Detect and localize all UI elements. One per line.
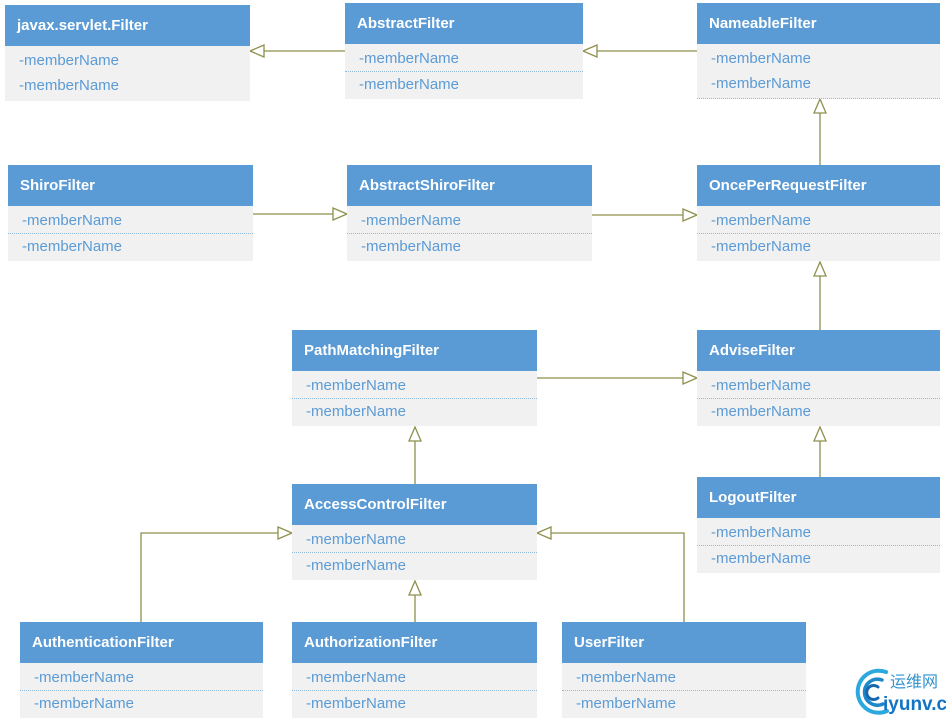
class-box-authorization-filter[interactable]: AuthorizationFilter -memberName -memberN…: [292, 622, 537, 718]
class-title: AccessControlFilter: [292, 484, 537, 525]
class-members: -memberName -memberName: [562, 663, 806, 718]
class-member: -memberName: [576, 695, 677, 712]
class-box-user-filter[interactable]: UserFilter -memberName -memberName: [562, 622, 806, 718]
class-member: -memberName: [19, 52, 120, 69]
class-box-path-matching-filter[interactable]: PathMatchingFilter -memberName -memberNa…: [292, 330, 537, 426]
class-title: AdviseFilter: [697, 330, 940, 371]
class-box-advise-filter[interactable]: AdviseFilter -memberName -memberName: [697, 330, 940, 426]
class-members: -memberName -memberName: [8, 206, 253, 261]
edge-userfilter-to-accesscontrolfilter: [535, 526, 685, 622]
class-member: -memberName: [347, 208, 592, 234]
edge-authorizationfilter-to-accesscontrolfilter: [408, 579, 422, 622]
class-box-once-per-request-filter[interactable]: OncePerRequestFilter -memberName -member…: [697, 165, 940, 261]
watermark-site-url: iyunv.com: [883, 694, 946, 715]
class-member: -memberName: [359, 76, 460, 93]
edge-logoutfilter-to-advisefilter: [813, 425, 827, 477]
class-title: AuthorizationFilter: [292, 622, 537, 663]
class-box-javax-servlet-filter[interactable]: javax.servlet.Filter -memberName -member…: [5, 5, 250, 101]
class-member: -memberName: [20, 665, 263, 691]
edge-authenticationfilter-to-accesscontrolfilter: [140, 526, 294, 622]
edge-advisefilter-to-onceperrequestfilter: [813, 260, 827, 330]
class-box-access-control-filter[interactable]: AccessControlFilter -memberName -memberN…: [292, 484, 537, 580]
class-title: UserFilter: [562, 622, 806, 663]
class-member: -memberName: [8, 208, 253, 234]
edge-onceperrequestfilter-to-nameablefilter: [813, 97, 827, 165]
class-title: AuthenticationFilter: [20, 622, 263, 663]
class-members: -memberName -memberName: [347, 206, 592, 261]
class-member: -memberName: [697, 208, 940, 234]
class-member: -memberName: [306, 403, 407, 420]
class-title: OncePerRequestFilter: [697, 165, 940, 206]
class-box-abstract-filter[interactable]: AbstractFilter -memberName -memberName: [345, 3, 583, 99]
iyunv-watermark: 运维网 iyunv.com: [855, 668, 946, 715]
class-member: -memberName: [292, 665, 537, 691]
class-member: -memberName: [711, 403, 812, 420]
class-member: -memberName: [306, 695, 407, 712]
class-member: -memberName: [711, 75, 812, 92]
class-member: -memberName: [697, 520, 940, 546]
edge-abstractfilter-to-javaxservletfilter: [248, 44, 345, 58]
class-member: -memberName: [22, 238, 123, 255]
class-member: -memberName: [345, 46, 583, 72]
class-member: -memberName: [711, 238, 812, 255]
class-box-abstract-shiro-filter[interactable]: AbstractShiroFilter -memberName -memberN…: [347, 165, 592, 261]
iyunv-swirl-logo-icon: [855, 668, 889, 715]
class-members: -memberName -memberName: [697, 518, 940, 573]
edge-pathmatchingfilter-to-advisefilter: [537, 371, 699, 385]
class-title: LogoutFilter: [697, 477, 940, 518]
class-member: -memberName: [19, 77, 120, 94]
class-member: -memberName: [361, 238, 462, 255]
class-member: -memberName: [306, 557, 407, 574]
edge-accesscontrolfilter-to-pathmatchingfilter: [408, 425, 422, 484]
class-members: -memberName -memberName: [697, 371, 940, 426]
class-box-nameable-filter[interactable]: NameableFilter -memberName -memberName: [697, 3, 940, 99]
watermark-site-name: 运维网: [890, 672, 938, 691]
edge-abstractshirofilter-to-onceperrequestfilter: [592, 208, 699, 222]
class-member: -memberName: [292, 373, 537, 399]
class-members: -memberName -memberName: [697, 44, 940, 99]
class-members: -memberName -memberName: [292, 525, 537, 580]
class-members: -memberName -memberName: [292, 371, 537, 426]
class-title: PathMatchingFilter: [292, 330, 537, 371]
class-title: AbstractShiroFilter: [347, 165, 592, 206]
class-title: NameableFilter: [697, 3, 940, 44]
class-members: -memberName -memberName: [345, 44, 583, 99]
class-member: -memberName: [562, 665, 806, 691]
class-member: -memberName: [711, 550, 812, 567]
edge-nameablefilter-to-abstractfilter: [581, 44, 697, 58]
class-members: -memberName -memberName: [292, 663, 537, 718]
class-title: javax.servlet.Filter: [5, 5, 250, 46]
class-box-authentication-filter[interactable]: AuthenticationFilter -memberName -member…: [20, 622, 263, 718]
class-members: -memberName -memberName: [5, 46, 250, 101]
class-member: -memberName: [34, 695, 135, 712]
class-member: -memberName: [697, 373, 940, 399]
edge-shirofilter-to-abstractshirofilter: [253, 207, 349, 221]
class-member: -memberName: [711, 50, 812, 67]
class-title: AbstractFilter: [345, 3, 583, 44]
class-members: -memberName -memberName: [697, 206, 940, 261]
class-members: -memberName -memberName: [20, 663, 263, 718]
class-title: ShiroFilter: [8, 165, 253, 206]
class-box-shiro-filter[interactable]: ShiroFilter -memberName -memberName: [8, 165, 253, 261]
class-member: -memberName: [292, 527, 537, 553]
class-box-logout-filter[interactable]: LogoutFilter -memberName -memberName: [697, 477, 940, 573]
